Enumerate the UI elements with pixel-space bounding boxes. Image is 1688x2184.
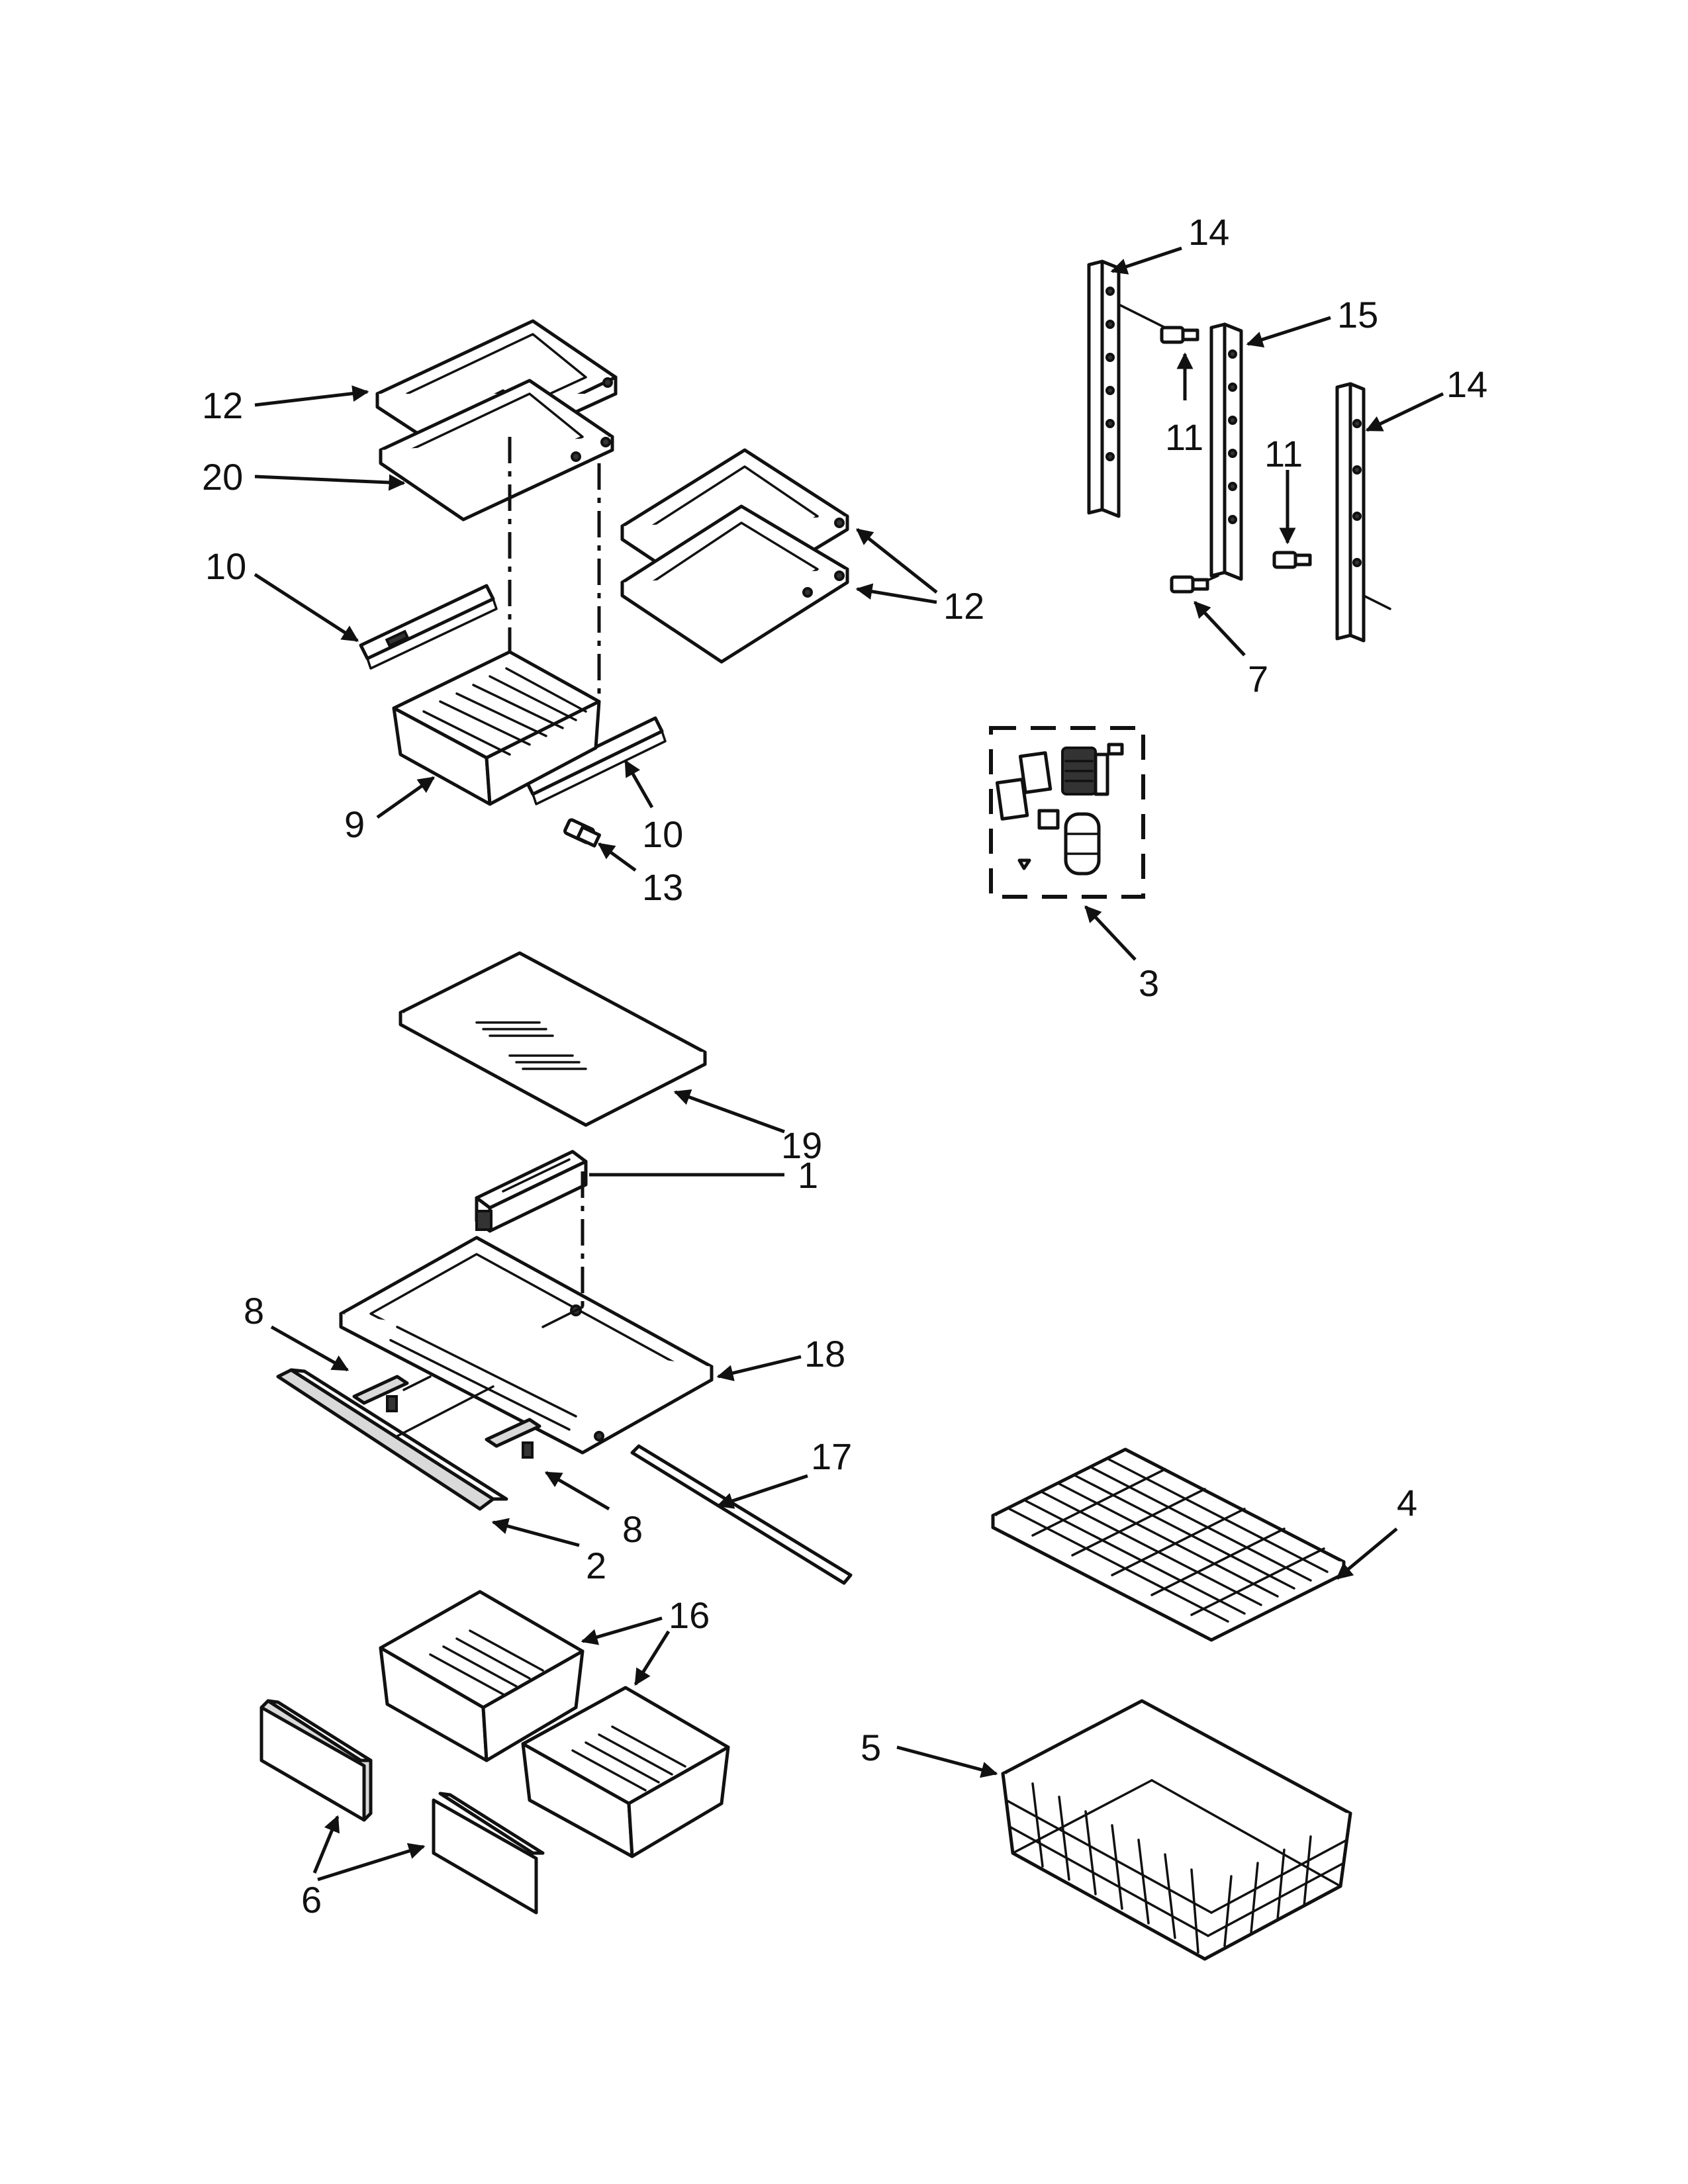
shelf-frame-20 (379, 379, 614, 522)
callout-8: 8 (244, 1290, 264, 1332)
wire-basket-5 (1001, 1699, 1352, 1961)
callout-4: 4 (1397, 1482, 1417, 1524)
callout-20: 20 (202, 456, 243, 498)
crisper-bin-16-left (379, 1590, 585, 1762)
screw-11-lower (1272, 551, 1312, 569)
callout-labels: 12 20 10 12 9 10 13 14 11 15 14 11 7 3 1… (202, 211, 1487, 1921)
clip-8-right (485, 1418, 541, 1459)
shelf-frame-12-right-bottom (620, 504, 849, 664)
callout-10: 10 (205, 545, 246, 587)
filter-kit-3 (989, 726, 1145, 899)
callout-2: 2 (586, 1545, 606, 1586)
leader-lines (254, 246, 1444, 1882)
screw-7 (1170, 575, 1209, 594)
callout-15: 15 (1337, 294, 1378, 336)
callout-3: 3 (1139, 962, 1159, 1004)
ladder-rail-15 (1194, 322, 1243, 587)
callout-6: 6 (301, 1879, 322, 1921)
screw-13 (563, 818, 601, 848)
callout-11: 11 (1264, 433, 1303, 475)
end-cap-6-left (259, 1699, 373, 1822)
shelf-frame-18 (339, 1236, 714, 1455)
callout-19: 19 (781, 1124, 822, 1166)
callout-9: 9 (344, 803, 365, 845)
front-trim-2 (276, 1368, 508, 1511)
screw-11-top (1160, 326, 1199, 344)
callout-12: 12 (943, 585, 984, 627)
ladder-rail-14-right (1335, 382, 1391, 643)
callout-16: 16 (669, 1594, 710, 1636)
callout-17: 17 (811, 1435, 852, 1477)
glass-shelf-19 (399, 951, 707, 1127)
crisper-bin-16-right (521, 1686, 730, 1858)
callout-18: 18 (804, 1333, 845, 1375)
rail-10-left (359, 584, 498, 670)
callout-5: 5 (861, 1727, 881, 1768)
rail-10-right (524, 716, 667, 805)
callout-10: 10 (642, 813, 683, 855)
callout-13: 13 (642, 866, 683, 908)
rod-17 (630, 1444, 853, 1585)
slide-rail-1 (475, 1150, 588, 1233)
clip-8-left (352, 1375, 432, 1412)
wire-shelf-4 (991, 1447, 1346, 1642)
callout-12: 12 (202, 385, 243, 426)
end-cap-6-right (432, 1792, 545, 1915)
callout-7: 7 (1248, 658, 1268, 700)
alignment-line (541, 1306, 584, 1328)
ladder-rail-14-left (1087, 259, 1166, 518)
callout-1: 1 (798, 1154, 818, 1196)
callout-14: 14 (1188, 211, 1229, 253)
callout-11: 11 (1165, 416, 1203, 458)
callout-14: 14 (1446, 363, 1487, 405)
callout-8: 8 (622, 1508, 643, 1550)
drawer-9 (392, 650, 601, 806)
